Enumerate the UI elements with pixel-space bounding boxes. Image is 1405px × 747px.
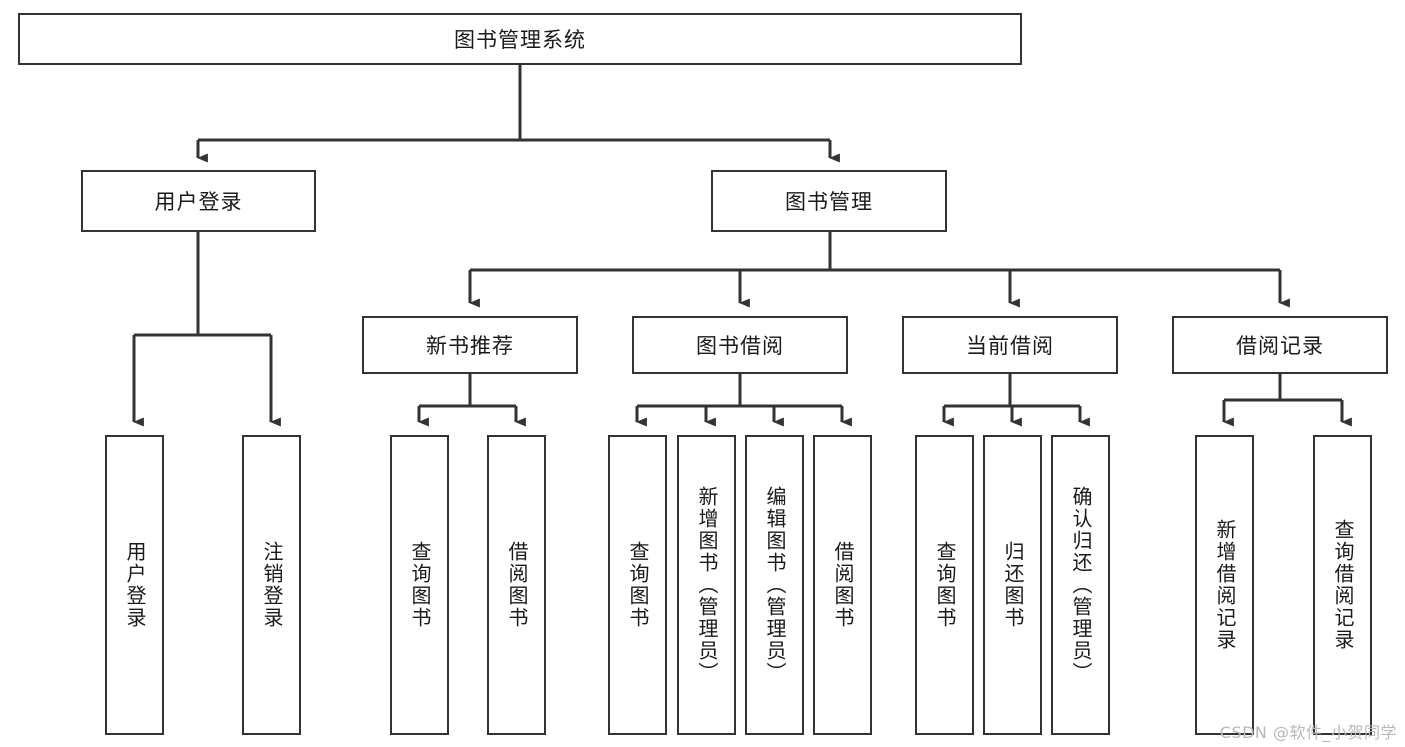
node-borrow-record-label: 借阅记录: [1236, 334, 1324, 358]
leaf-user-login[interactable]: 用户登录: [105, 435, 164, 735]
leaf-borrow-book-rec-label: 借阅图书: [505, 541, 529, 629]
leaf-query-book-current[interactable]: 查询图书: [915, 435, 974, 735]
node-book-borrow[interactable]: 图书借阅: [632, 316, 848, 374]
node-borrow-record[interactable]: 借阅记录: [1172, 316, 1388, 374]
node-user-login-label: 用户登录: [154, 190, 243, 214]
leaf-add-book-admin[interactable]: 新增图书（管理员）: [677, 435, 736, 735]
leaf-borrow-book[interactable]: 借阅图书: [813, 435, 872, 735]
node-book-borrow-label: 图书借阅: [696, 334, 784, 358]
leaf-borrow-book-rec[interactable]: 借阅图书: [487, 435, 546, 735]
leaf-logout-label: 注销登录: [260, 541, 284, 629]
node-new-book-recommendation-label: 新书推荐: [426, 334, 514, 358]
watermark-text: CSDN @软件_小贺同学: [1219, 723, 1397, 742]
node-root-label: 图书管理系统: [454, 28, 586, 52]
leaf-return-book-label: 归还图书: [1001, 541, 1025, 629]
leaf-confirm-return-admin-label: 确认归还（管理员）: [1069, 486, 1093, 684]
leaf-query-borrow-record[interactable]: 查询借阅记录: [1313, 435, 1372, 735]
node-current-borrow[interactable]: 当前借阅: [902, 316, 1118, 374]
node-new-book-recommendation[interactable]: 新书推荐: [362, 316, 578, 374]
node-root[interactable]: 图书管理系统: [18, 13, 1022, 65]
leaf-logout[interactable]: 注销登录: [242, 435, 301, 735]
leaf-user-login-label: 用户登录: [123, 541, 147, 629]
node-current-borrow-label: 当前借阅: [966, 334, 1054, 358]
leaf-query-book-rec-label: 查询图书: [408, 541, 432, 629]
leaf-return-book[interactable]: 归还图书: [983, 435, 1042, 735]
leaf-add-borrow-record-label: 新增借阅记录: [1213, 519, 1237, 651]
node-book-management-label: 图书管理: [785, 190, 873, 214]
leaf-confirm-return-admin[interactable]: 确认归还（管理员）: [1051, 435, 1110, 735]
leaf-add-book-admin-label: 新增图书（管理员）: [695, 486, 719, 684]
leaf-query-book[interactable]: 查询图书: [608, 435, 667, 735]
leaf-edit-book-admin[interactable]: 编辑图书（管理员）: [745, 435, 804, 735]
leaf-query-book-current-label: 查询图书: [933, 541, 957, 629]
leaf-query-book-rec[interactable]: 查询图书: [390, 435, 449, 735]
leaf-query-borrow-record-label: 查询借阅记录: [1331, 519, 1355, 651]
leaf-borrow-book-label: 借阅图书: [831, 541, 855, 629]
node-user-login[interactable]: 用户登录: [81, 170, 316, 232]
leaf-query-book-label: 查询图书: [626, 541, 650, 629]
leaf-add-borrow-record[interactable]: 新增借阅记录: [1195, 435, 1254, 735]
leaf-edit-book-admin-label: 编辑图书（管理员）: [763, 486, 787, 684]
node-book-management[interactable]: 图书管理: [711, 170, 947, 232]
